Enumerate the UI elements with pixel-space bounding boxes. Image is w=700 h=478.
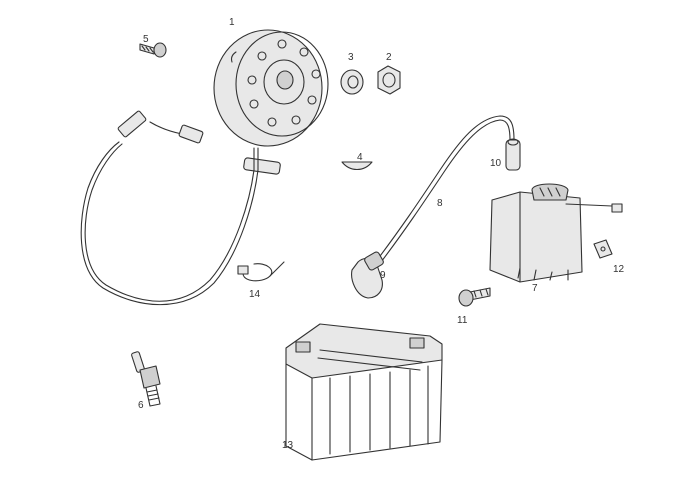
part-number-8: 8 — [437, 198, 443, 209]
part-number-13: 13 — [282, 440, 294, 451]
lead-cap-part — [505, 138, 521, 171]
part-number-12: 12 — [613, 264, 625, 275]
part-number-14: 14 — [249, 289, 261, 300]
part-number-11: 11 — [457, 315, 468, 326]
part-number-7: 7 — [532, 283, 538, 294]
screw-part — [139, 42, 167, 58]
ignition-coil-part — [489, 183, 623, 283]
ht-lead-part — [373, 115, 515, 267]
nut-part — [377, 65, 401, 95]
part-number-1: 1 — [229, 17, 235, 28]
harness-wire — [80, 110, 259, 306]
coil-bolt-part — [458, 287, 491, 307]
part-number-5: 5 — [143, 34, 149, 45]
clip-part — [593, 239, 613, 259]
part-number-3: 3 — [348, 52, 354, 63]
plug-cap-part — [351, 251, 384, 299]
part-number-10: 10 — [490, 158, 502, 169]
washer-part — [340, 69, 364, 95]
spark-plug-part — [131, 351, 161, 407]
flywheel-part — [213, 29, 329, 175]
part-number-2: 2 — [386, 52, 392, 63]
battery-part — [285, 323, 443, 461]
part-number-4: 4 — [357, 152, 363, 163]
key-part — [341, 161, 373, 171]
part-number-9: 9 — [380, 270, 386, 281]
cable-tie-part — [237, 261, 285, 282]
part-number-6: 6 — [138, 400, 144, 411]
